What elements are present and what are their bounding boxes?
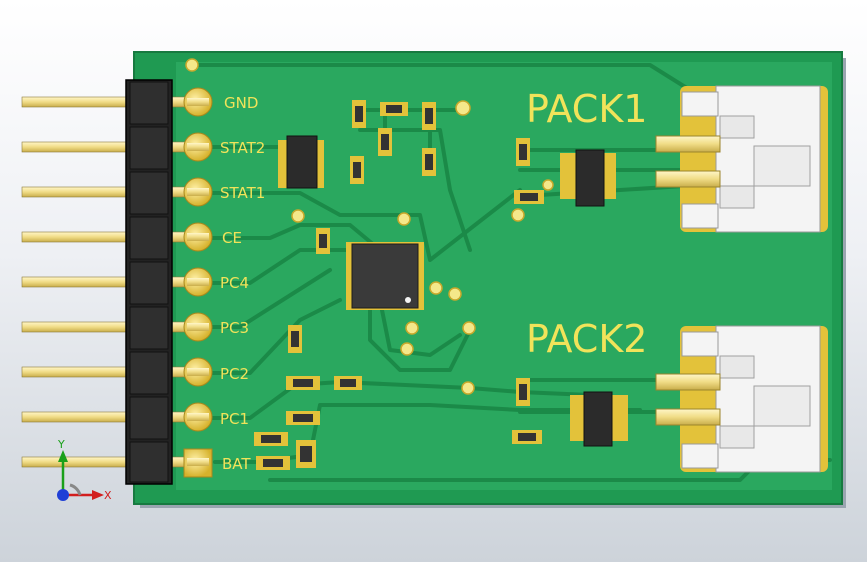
x-axis-label: X [104, 489, 112, 502]
mosfet-pack1 [560, 149, 616, 207]
pin-label-pc1: PC1 [220, 410, 249, 428]
axis-triad: Y X [57, 438, 112, 502]
pin-header [125, 79, 173, 485]
header-pads [183, 87, 213, 478]
pin-label-pc4: PC4 [220, 274, 249, 292]
mosfet-stat [278, 135, 324, 189]
vias [185, 58, 554, 395]
pin-label-stat2: STAT2 [220, 139, 265, 157]
pin-label-pc3: PC3 [220, 319, 249, 337]
pin-label-ce: CE [222, 229, 242, 247]
mosfet-pack2 [570, 391, 628, 447]
pin-label-bat: BAT [222, 455, 251, 473]
pack1-label: PACK1 [526, 87, 647, 131]
charger-ic [346, 242, 424, 310]
pack2-connector [655, 325, 828, 473]
pin-label-gnd: GND [224, 94, 258, 112]
pin-label-pc2: PC2 [220, 365, 249, 383]
pack2-label: PACK2 [526, 317, 647, 361]
pin-label-stat1: STAT1 [220, 184, 265, 202]
passives [254, 100, 544, 470]
y-axis-label: Y [57, 438, 65, 451]
pack1-connector [655, 85, 828, 233]
